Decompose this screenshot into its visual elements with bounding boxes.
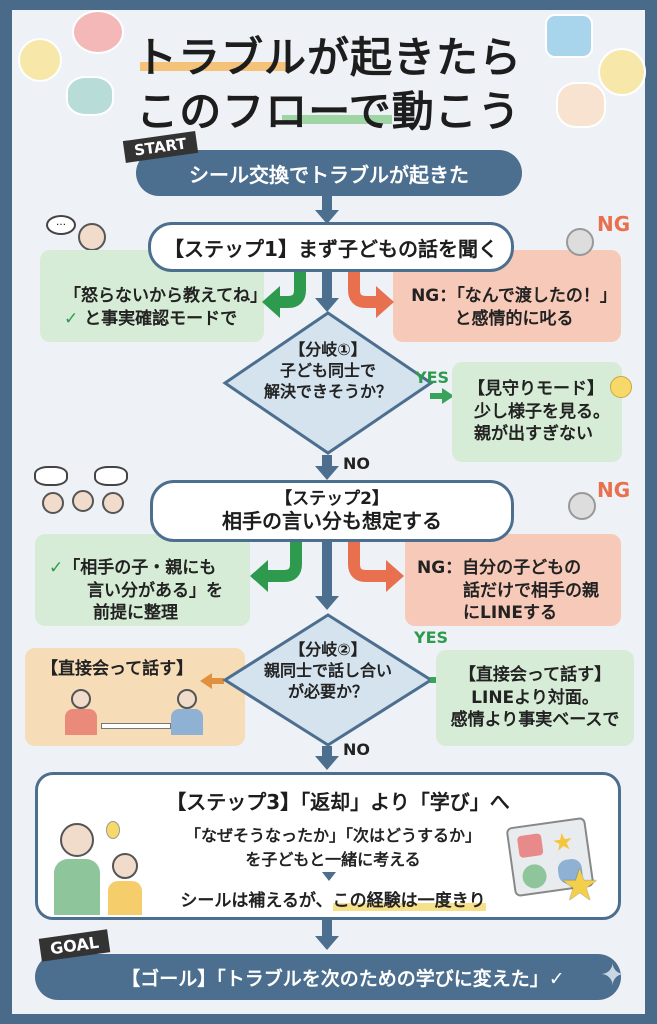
- branch2-left-title: 【直接会って話す】: [41, 659, 194, 679]
- branch2-left-box: 【直接会って話す】: [25, 648, 245, 746]
- step2-ng-line2: 話だけで相手の親: [463, 580, 599, 601]
- branch2-text: 【分岐②】 親同士で話し合い が必要か？: [236, 640, 420, 702]
- step3-line1: 「なぜそうなったか」「次はどうするか」: [184, 826, 481, 845]
- step1-good-line2: ✓ と事実確認モードで: [64, 308, 264, 331]
- page-title-line1: トラブルが起きたら: [134, 33, 522, 82]
- lightbulb-icon: [106, 821, 120, 839]
- arrow-down-icon: [322, 872, 336, 881]
- check-icon: ✓: [49, 557, 64, 578]
- step2-good-box: ✓「相手の子・親にも 言い分がある」を 前提に整理: [35, 534, 250, 626]
- branch2-no-label: NO: [343, 740, 370, 759]
- start-node: シール交換でトラブルが起きた: [136, 150, 522, 196]
- step2-label: 【ステップ2】: [275, 488, 389, 509]
- step2-ng-box: NG：自分の子どもの 話だけで相手の親 にLINEする: [405, 534, 621, 626]
- page-title-line2: このフローで動こう: [136, 87, 521, 136]
- branch1-yes-line: 少し様子を見る。: [474, 401, 610, 422]
- arrow-down-icon: [315, 936, 339, 950]
- branch2-yes-line: LINEより対面。: [471, 687, 599, 708]
- step3-line3-text: シールは補えるが、: [180, 891, 333, 911]
- flow-line: [322, 542, 332, 598]
- branch1-line: 解決できそうか？: [263, 381, 392, 401]
- branch2-yes-label: YES: [414, 628, 449, 647]
- step1-ng-line2: と感情的に叱る: [454, 309, 574, 329]
- step2-good-line1: ✓「相手の子・親にも: [49, 557, 250, 580]
- step2-ng-label: NG: [597, 478, 631, 502]
- smile-face-icon: [610, 376, 632, 398]
- branch1-no-label: NO: [343, 454, 370, 473]
- branch2-yes-box: 【直接会って話す】 LINEより対面。 感情より事実ベースで: [436, 650, 634, 746]
- branch2-line: 【分岐②】: [289, 640, 367, 659]
- step2-title: 相手の言い分も想定する: [222, 509, 442, 534]
- step1-ng-label: NG: [597, 212, 631, 236]
- meeting-illustration: [41, 685, 245, 741]
- flow-line: [322, 455, 332, 469]
- left-arrow-icon: [200, 673, 224, 689]
- phone-parent-illustration: [568, 492, 596, 520]
- flow-line: [322, 920, 332, 938]
- arrow-down-icon: [315, 596, 339, 610]
- step3-line3: シールは補えるが、この経験は一度きり: [35, 886, 621, 911]
- branch1-line: 【分岐①】: [289, 340, 367, 359]
- step3-line2: を子どもと一緒に考える: [245, 850, 421, 869]
- bad-arrow-icon: [348, 268, 394, 318]
- sticker-face-icon: [18, 38, 62, 82]
- title-highlight: [282, 115, 392, 124]
- step2-good-line2: 言い分がある」を: [87, 580, 223, 601]
- people-discussing-illustration: [32, 466, 137, 522]
- step2-node: 【ステップ2】 相手の言い分も想定する: [150, 480, 514, 542]
- star-icon: ★: [560, 860, 600, 911]
- yes-arrow-icon: [430, 388, 454, 404]
- sticker-face-icon: [72, 10, 124, 54]
- good-arrow-icon: [262, 268, 306, 318]
- check-icon: ✓: [64, 309, 79, 329]
- flow-line: [322, 196, 332, 212]
- branch1-line: 子ども同士で: [279, 360, 376, 380]
- flow-line: [322, 272, 332, 300]
- branch1-diamond: [222, 311, 434, 455]
- step1-good-line1: 「怒らないから教えてね」: [64, 286, 268, 307]
- branch1-yes-label: YES: [415, 368, 450, 387]
- step2-ng-line3: にLINEする: [463, 603, 557, 624]
- sparkle-icon: ✦: [600, 958, 626, 993]
- arrow-down-icon: [315, 210, 339, 224]
- title-highlight: [140, 62, 290, 71]
- step3-highlight-text: この経験は一度きり: [332, 891, 486, 911]
- people-talking-illustration: …: [38, 215, 128, 253]
- branch2-yes-title: 【直接会って話す】: [458, 664, 612, 685]
- arrow-down-icon: [315, 466, 339, 480]
- sticker-face-icon: [545, 14, 593, 58]
- sticker-animal-icon: [66, 76, 114, 116]
- parent-child-illustration: [50, 815, 150, 915]
- angry-parent-illustration: [566, 228, 594, 256]
- step3-title: 【ステップ3】「返却」より「学び」へ: [166, 790, 510, 814]
- step2-good-text: 「相手の子・親にも: [63, 557, 217, 578]
- branch1-text: 【分岐①】 子ども同士で 解決できそうか？: [240, 340, 416, 402]
- sticker-cat-icon: [556, 82, 606, 128]
- bad-arrow-icon: [348, 542, 404, 592]
- arrow-down-icon: [315, 298, 339, 312]
- sticker-face-icon: [598, 48, 646, 96]
- branch2-yes-line: 感情より事実ベースで: [450, 710, 620, 731]
- branch2-line: 親同士で話し合い: [263, 660, 392, 680]
- branch1-yes-box: 【見守りモード】 少し様子を見る。 親が出すぎない: [452, 362, 622, 462]
- step2-good-line3: 前提に整理: [93, 603, 178, 624]
- goal-node: 【ゴール】「トラブルを次のための学びに変えた」✓: [35, 954, 621, 1000]
- step1-good-box: 「怒らないから教えてね」 ✓ と事実確認モードで: [40, 250, 268, 342]
- good-arrow-icon: [250, 542, 302, 592]
- flow-line: [322, 746, 332, 758]
- branch1-yes-line: 親が出すぎない: [474, 424, 593, 445]
- step1-ng-line1: NG：「なんで渡したの！」: [411, 286, 617, 307]
- branch2-diamond: [222, 613, 434, 747]
- branch1-yes-title: 【見守りモード】: [468, 378, 604, 399]
- step2-ng-line1: NG：自分の子どもの: [417, 557, 582, 578]
- branch2-line: が必要か？: [287, 681, 368, 701]
- step1-node: 【ステップ1】まず子どもの話を聞く: [148, 222, 514, 272]
- arrow-down-icon: [315, 756, 339, 770]
- step1-good-text: と事実確認モードで: [84, 309, 238, 329]
